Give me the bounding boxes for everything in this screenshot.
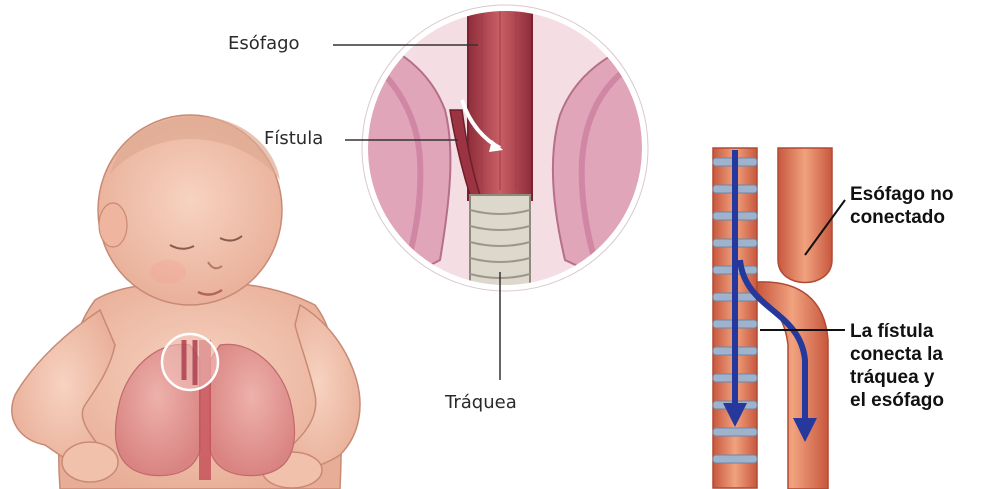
label-fistula-connects: La fístula conecta la tráquea y el esófa… [850, 320, 944, 412]
schematic-upper-esophagus [778, 148, 832, 283]
schematic-diagram [713, 148, 845, 489]
label-unconnected-line: conectado [850, 206, 953, 229]
label-unconnected-esophagus: Esófago no conectado [850, 183, 953, 229]
label-fistula-line: el esófago [850, 389, 944, 412]
label-fistula: Fístula [264, 128, 323, 149]
label-fistula-line: tráquea y [850, 366, 944, 389]
label-esophagus: Esófago [228, 33, 300, 54]
label-trachea: Tráquea [445, 392, 517, 413]
baby-ear [99, 203, 127, 247]
chest-zoom-indicator [162, 334, 218, 390]
label-fistula-line: conecta la [850, 343, 944, 366]
label-unconnected-line: Esófago no [850, 183, 953, 206]
label-fistula-line: La fístula [850, 320, 944, 343]
schematic-lower-esophagus [757, 282, 828, 489]
baby-illustration [12, 115, 360, 489]
baby-left-hand [62, 442, 118, 482]
